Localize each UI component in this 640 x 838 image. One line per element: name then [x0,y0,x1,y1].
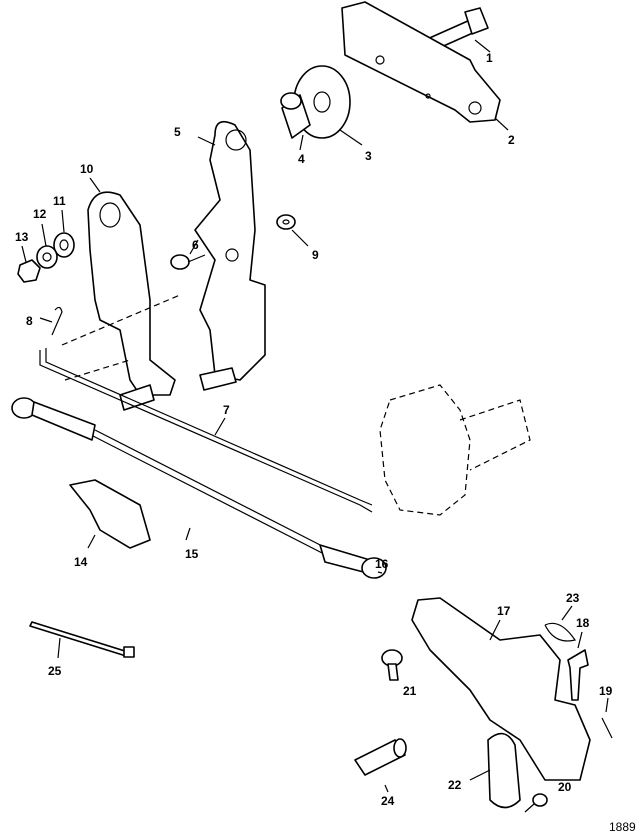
callout-23: 23 [566,591,580,605]
callout-1: 1 [486,51,493,65]
part-cotter-pin [39,306,63,336]
part-washer-12 [36,223,58,269]
callout-16: 16 [375,557,389,571]
callout-4: 4 [298,152,305,166]
callout-9: 9 [312,248,319,262]
part-flange-bolt [381,649,403,681]
reference-shaft-assembly [379,384,531,516]
callout-2: 2 [508,133,515,147]
callout-8: 8 [26,314,33,328]
callout-5: 5 [174,125,181,139]
callout-6: 6 [192,238,199,252]
callout-11: 11 [53,194,66,208]
figure-number: 1889 [609,820,636,834]
part-retainer [567,631,589,701]
callout-18: 18 [576,616,590,630]
part-pin [601,697,613,739]
part-stud [354,738,407,793]
part-cable-tie [29,621,135,659]
part-clamp [469,732,521,809]
part-washer-11 [53,209,75,258]
part-shift-bracket [411,597,591,781]
callout-14: 14 [74,555,88,569]
part-screw-20 [524,793,548,813]
part-spring-clip [544,605,576,642]
callout-3: 3 [365,149,372,163]
callout-7: 7 [223,403,230,417]
callout-19: 19 [599,684,613,698]
callout-25: 25 [48,664,62,678]
callout-17: 17 [497,604,511,618]
callout-13: 13 [15,230,29,244]
callout-12: 12 [33,207,47,221]
part-cable-assembly [11,397,387,579]
part-nut [17,245,41,283]
part-screw [170,239,206,270]
part-cable-clip [69,479,151,549]
callout-21: 21 [403,684,417,698]
part-washer-small [276,214,309,247]
part-spacer [280,92,311,151]
callout-10: 10 [80,162,94,176]
part-throttle-lever [194,120,266,391]
part-lever-arm [87,177,176,411]
callout-20: 20 [558,780,572,794]
callout-15: 15 [185,547,199,561]
callout-24: 24 [381,794,395,808]
part-link-rod [39,294,373,513]
part-mounting-bracket [341,1,509,131]
callout-22: 22 [448,778,462,792]
